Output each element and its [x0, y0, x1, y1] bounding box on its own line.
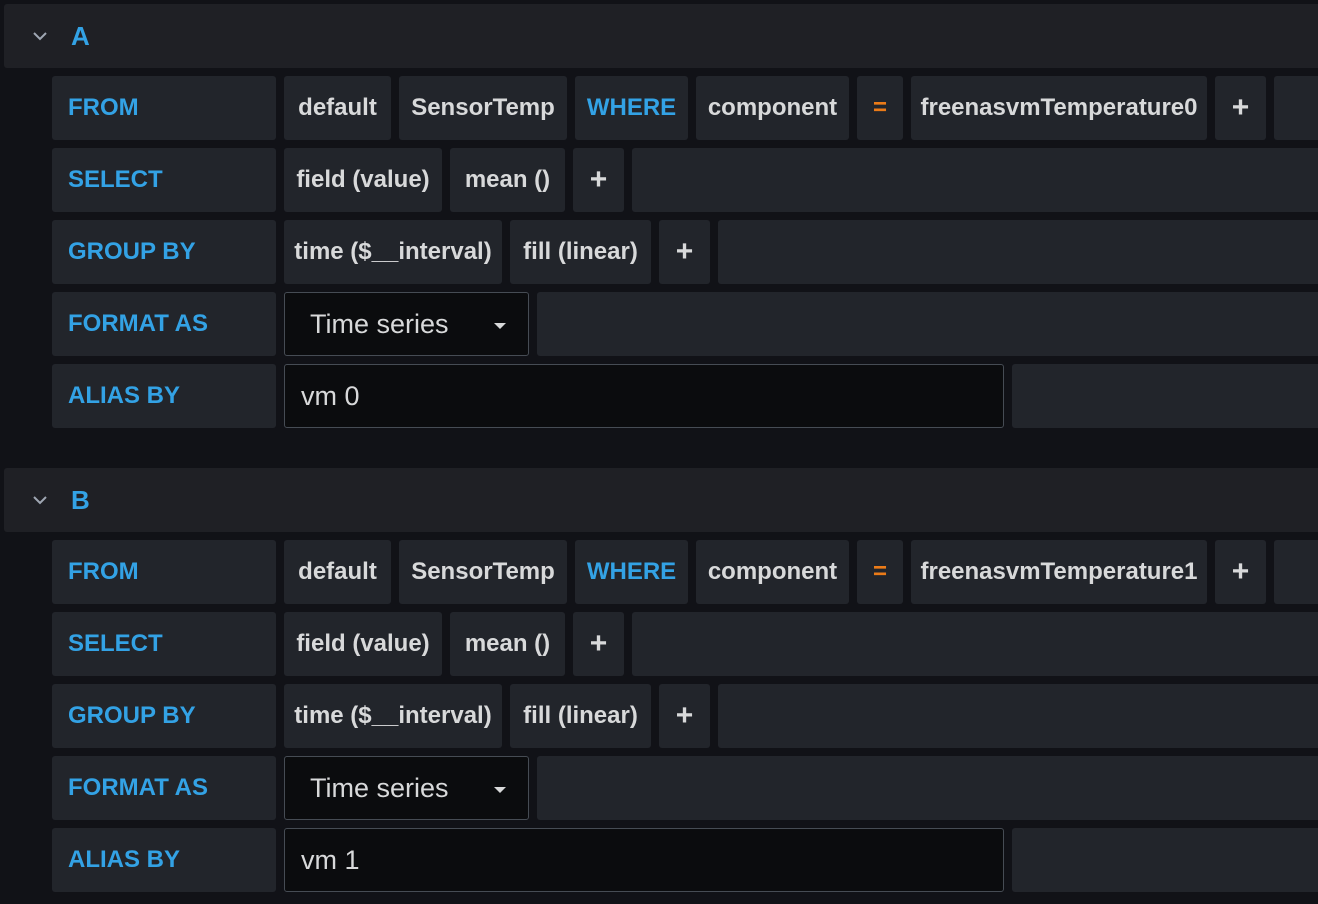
- caret-down-icon: [494, 323, 506, 329]
- caret-down-icon: [494, 787, 506, 793]
- row-filler: [537, 756, 1318, 820]
- select-row: SELECT field (value) mean () +: [0, 612, 1318, 676]
- row-filler: [1274, 540, 1318, 604]
- add-where-button[interactable]: +: [1215, 540, 1266, 604]
- field-segment[interactable]: field (value): [284, 148, 442, 212]
- tag-key-segment[interactable]: component: [696, 76, 849, 140]
- query-b: B FROM default SensorTemp WHERE componen…: [0, 468, 1318, 904]
- where-keyword: WHERE: [575, 76, 688, 140]
- from-label: FROM: [52, 540, 276, 604]
- where-keyword: WHERE: [575, 540, 688, 604]
- row-filler: [718, 684, 1318, 748]
- alias-by-label: ALIAS BY: [52, 364, 276, 428]
- query-ref-id: B: [71, 485, 90, 515]
- format-as-value: Time series: [310, 308, 449, 339]
- row-filler: [537, 292, 1318, 356]
- from-row: FROM default SensorTemp WHERE component …: [0, 76, 1318, 140]
- operator-segment[interactable]: =: [857, 76, 903, 140]
- query-header-b[interactable]: B: [4, 468, 1318, 532]
- function-segment[interactable]: mean (): [450, 612, 565, 676]
- function-segment[interactable]: mean (): [450, 148, 565, 212]
- operator-segment[interactable]: =: [857, 540, 903, 604]
- measurement-segment[interactable]: SensorTemp: [399, 76, 567, 140]
- measurement-segment[interactable]: SensorTemp: [399, 540, 567, 604]
- format-as-row: FORMAT AS Time series: [0, 756, 1318, 820]
- fill-segment[interactable]: fill (linear): [510, 684, 651, 748]
- time-interval-segment[interactable]: time ($__interval): [284, 220, 502, 284]
- query-ref-id: A: [71, 21, 90, 51]
- format-as-label: FORMAT AS: [52, 756, 276, 820]
- retention-policy-segment[interactable]: default: [284, 540, 391, 604]
- alias-by-label: ALIAS BY: [52, 828, 276, 892]
- group-by-row: GROUP BY time ($__interval) fill (linear…: [0, 684, 1318, 748]
- tag-value-segment[interactable]: freenasvmTemperature0: [911, 76, 1207, 140]
- fill-segment[interactable]: fill (linear): [510, 220, 651, 284]
- row-filler: [632, 148, 1318, 212]
- add-group-by-button[interactable]: +: [659, 220, 710, 284]
- chevron-down-icon[interactable]: [30, 26, 50, 46]
- query-header-a[interactable]: A: [4, 4, 1318, 68]
- add-where-button[interactable]: +: [1215, 76, 1266, 140]
- group-by-label: GROUP BY: [52, 220, 276, 284]
- add-group-by-button[interactable]: +: [659, 684, 710, 748]
- select-row: SELECT field (value) mean () +: [0, 148, 1318, 212]
- format-as-select[interactable]: Time series: [284, 756, 529, 820]
- format-as-select[interactable]: Time series: [284, 292, 529, 356]
- format-as-label: FORMAT AS: [52, 292, 276, 356]
- row-filler: [718, 220, 1318, 284]
- alias-by-input[interactable]: vm 0: [284, 364, 1004, 428]
- chevron-down-icon[interactable]: [30, 490, 50, 510]
- from-label: FROM: [52, 76, 276, 140]
- query-a: A FROM default SensorTemp WHERE componen…: [0, 4, 1318, 428]
- add-select-button[interactable]: +: [573, 612, 624, 676]
- select-label: SELECT: [52, 612, 276, 676]
- time-interval-segment[interactable]: time ($__interval): [284, 684, 502, 748]
- row-filler: [1012, 364, 1318, 428]
- tag-value-segment[interactable]: freenasvmTemperature1: [911, 540, 1207, 604]
- alias-by-input[interactable]: vm 1: [284, 828, 1004, 892]
- alias-by-row: ALIAS BY vm 1: [0, 828, 1318, 892]
- row-filler: [1012, 828, 1318, 892]
- select-label: SELECT: [52, 148, 276, 212]
- tag-key-segment[interactable]: component: [696, 540, 849, 604]
- retention-policy-segment[interactable]: default: [284, 76, 391, 140]
- group-by-row: GROUP BY time ($__interval) fill (linear…: [0, 220, 1318, 284]
- field-segment[interactable]: field (value): [284, 612, 442, 676]
- row-filler: [1274, 76, 1318, 140]
- add-select-button[interactable]: +: [573, 148, 624, 212]
- group-by-label: GROUP BY: [52, 684, 276, 748]
- alias-by-row: ALIAS BY vm 0: [0, 364, 1318, 428]
- format-as-value: Time series: [310, 772, 449, 803]
- row-filler: [632, 612, 1318, 676]
- from-row: FROM default SensorTemp WHERE component …: [0, 540, 1318, 604]
- format-as-row: FORMAT AS Time series: [0, 292, 1318, 356]
